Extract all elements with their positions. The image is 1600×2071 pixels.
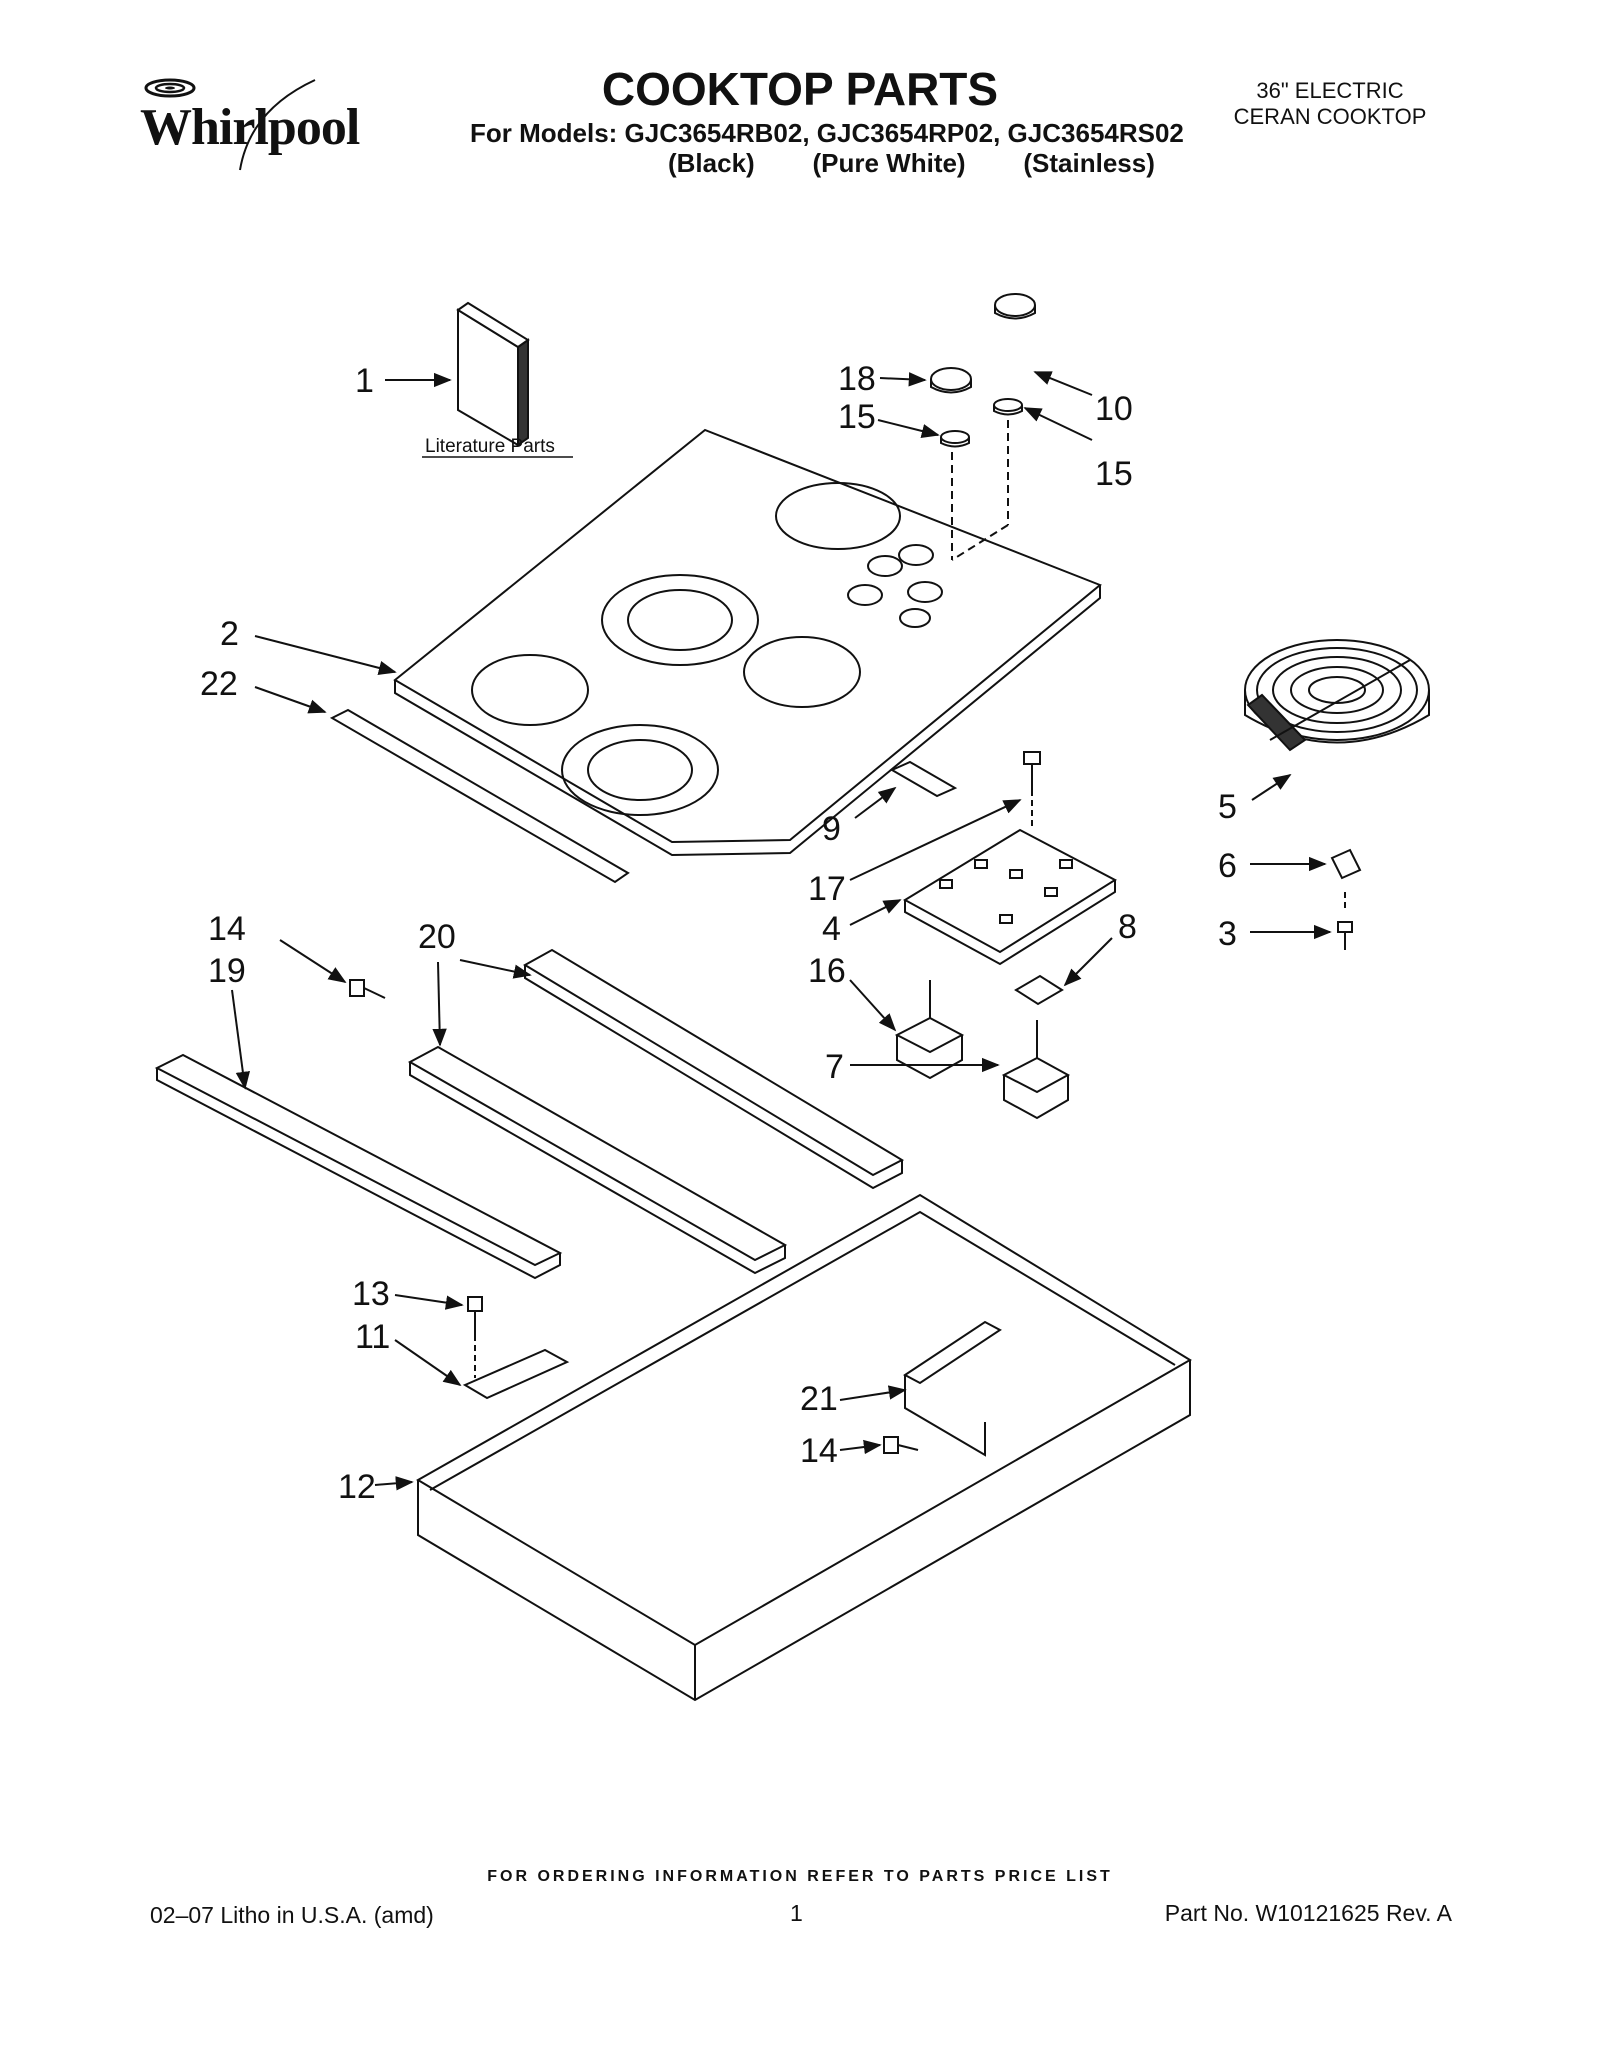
callout-7: 7	[825, 1048, 844, 1086]
callout-6: 6	[1218, 847, 1237, 885]
radiant-element	[1244, 639, 1430, 752]
callout-4: 4	[822, 910, 841, 948]
front-trim-strip	[329, 708, 630, 884]
spacer-15b	[993, 398, 1023, 416]
clip-6	[1330, 848, 1362, 880]
callout-5: 5	[1218, 788, 1237, 826]
glass-cooktop	[393, 428, 1102, 857]
product-type: 36" ELECTRIC CERAN COOKTOP	[1230, 78, 1430, 130]
product-line-1: 36" ELECTRIC	[1256, 78, 1404, 103]
bracket-11	[462, 1348, 570, 1400]
callout-22: 22	[200, 665, 238, 703]
switch-7	[1001, 1020, 1071, 1120]
litho-note: 02–07 Litho in U.S.A. (amd)	[150, 1902, 434, 1928]
screw-3	[1337, 921, 1353, 950]
knob-18	[930, 367, 972, 394]
callout-3: 3	[1218, 915, 1237, 953]
callout-16: 16	[808, 952, 846, 990]
screw-17	[1023, 751, 1041, 790]
whirlpool-logo: Whirlpool	[140, 70, 380, 180]
logo-swirl-icon	[144, 78, 316, 171]
callout-10: 10	[1095, 390, 1133, 428]
callout-20: 20	[418, 918, 456, 956]
part-number: Part No. W10121625 Rev. A	[1164, 1900, 1452, 1926]
literature-parts-label: Literature Parts	[425, 436, 555, 457]
callout-15a: 15	[838, 398, 876, 436]
callout-12: 12	[338, 1468, 376, 1506]
callout-14b: 14	[800, 1432, 838, 1470]
models-line: For Models: GJC3654RB02, GJC3654RP02, GJ…	[470, 118, 1184, 148]
product-line-2: CERAN COOKTOP	[1233, 104, 1427, 129]
control-board	[903, 828, 1118, 966]
callout-13: 13	[352, 1275, 390, 1313]
callout-14a: 14	[208, 910, 246, 948]
chassis-box	[416, 1193, 1192, 1702]
literature-book	[456, 301, 530, 447]
spacer-15a	[940, 430, 970, 448]
callout-17: 17	[808, 870, 846, 908]
callout-1: 1	[355, 362, 374, 400]
callout-2: 2	[220, 615, 239, 653]
screw-14a	[349, 979, 386, 999]
callout-15b: 15	[1095, 455, 1133, 493]
callout-21: 21	[800, 1380, 838, 1418]
screw-14b	[883, 1436, 919, 1454]
screw-13	[467, 1296, 483, 1335]
callout-11: 11	[355, 1318, 390, 1356]
page-title: COOKTOP PARTS	[601, 63, 999, 115]
finishes-line: (Black) (Pure White) (Stainless)	[668, 148, 1155, 178]
support-rail-19	[154, 1053, 563, 1280]
label-9	[889, 760, 958, 798]
logo-wordmark: Whirlpool	[140, 99, 360, 156]
callout-18: 18	[838, 360, 876, 398]
ordering-info-note: FOR ORDERING INFORMATION REFER TO PARTS …	[487, 1868, 1113, 1885]
page-number: 1	[790, 1900, 803, 1926]
rail-20a	[407, 1045, 788, 1275]
callout-9: 9	[822, 810, 841, 848]
callout-8: 8	[1118, 908, 1137, 946]
callout-19: 19	[208, 952, 246, 990]
bracket-8	[1014, 974, 1064, 1006]
switch-16	[894, 980, 965, 1080]
knob-10	[994, 293, 1036, 320]
